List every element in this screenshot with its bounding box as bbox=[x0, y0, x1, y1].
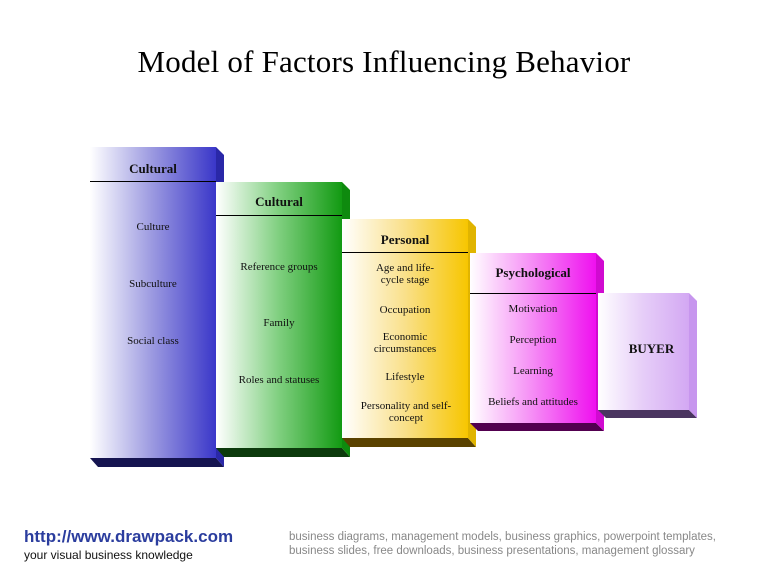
factor-item: Beliefs and attitudes bbox=[488, 396, 578, 408]
factor-item: Roles and statuses bbox=[238, 374, 320, 386]
factor-item: Personality and self-concept bbox=[360, 400, 452, 424]
bar-shadow bbox=[598, 410, 697, 418]
buyer-block: BUYER bbox=[598, 293, 697, 418]
factor-item: Social class bbox=[127, 335, 179, 347]
factor-item: Learning bbox=[513, 365, 553, 377]
column-header: Cultural bbox=[255, 194, 303, 209]
bar-face bbox=[216, 182, 342, 448]
factor-item: Motivation bbox=[508, 303, 558, 315]
cultural-factors-column: Cultural Culture Subculture Social class bbox=[90, 147, 224, 467]
social-factors-column: Cultural Reference groups Family Roles a… bbox=[216, 182, 350, 457]
factor-item: Subculture bbox=[129, 278, 177, 290]
footer-url-link[interactable]: http://www.drawpack.com bbox=[24, 527, 234, 546]
bar-shadow bbox=[216, 448, 350, 457]
factor-item: Occupation bbox=[379, 304, 431, 316]
bar-face bbox=[342, 219, 468, 438]
factor-item: Reference groups bbox=[240, 261, 318, 273]
column-header: Psychological bbox=[495, 265, 571, 280]
factor-item: Family bbox=[263, 317, 295, 329]
footer-tagline: your visual business knowledge bbox=[24, 548, 193, 562]
bar-face bbox=[470, 253, 596, 423]
header-divider bbox=[216, 215, 342, 216]
bar-side bbox=[689, 293, 697, 418]
psychological-factors-column: Psychological Motivation Perception Lear… bbox=[470, 253, 604, 431]
column-header: Cultural bbox=[129, 161, 177, 176]
bar-face bbox=[90, 147, 216, 458]
factor-item: Lifestyle bbox=[385, 371, 425, 383]
factor-item: Age and life-cycle stage bbox=[375, 262, 435, 286]
header-divider bbox=[90, 181, 216, 182]
header-divider bbox=[470, 293, 596, 294]
bar-shadow bbox=[470, 423, 604, 431]
bar-shadow bbox=[342, 438, 476, 447]
column-header: Personal bbox=[380, 232, 430, 247]
header-divider bbox=[342, 252, 468, 253]
bar-shadow bbox=[90, 458, 224, 467]
buyer-label: BUYER bbox=[628, 341, 675, 356]
diagram-title: Model of Factors Influencing Behavior bbox=[137, 44, 631, 79]
footer-keywords: business diagrams, management models, bu… bbox=[289, 531, 716, 557]
bar-face bbox=[598, 293, 689, 410]
personal-factors-column: Personal Age and life-cycle stage Occupa… bbox=[342, 219, 476, 447]
factor-item: Economic circumstances bbox=[373, 331, 437, 355]
factor-item: Perception bbox=[509, 334, 557, 346]
factor-item: Culture bbox=[136, 221, 170, 233]
